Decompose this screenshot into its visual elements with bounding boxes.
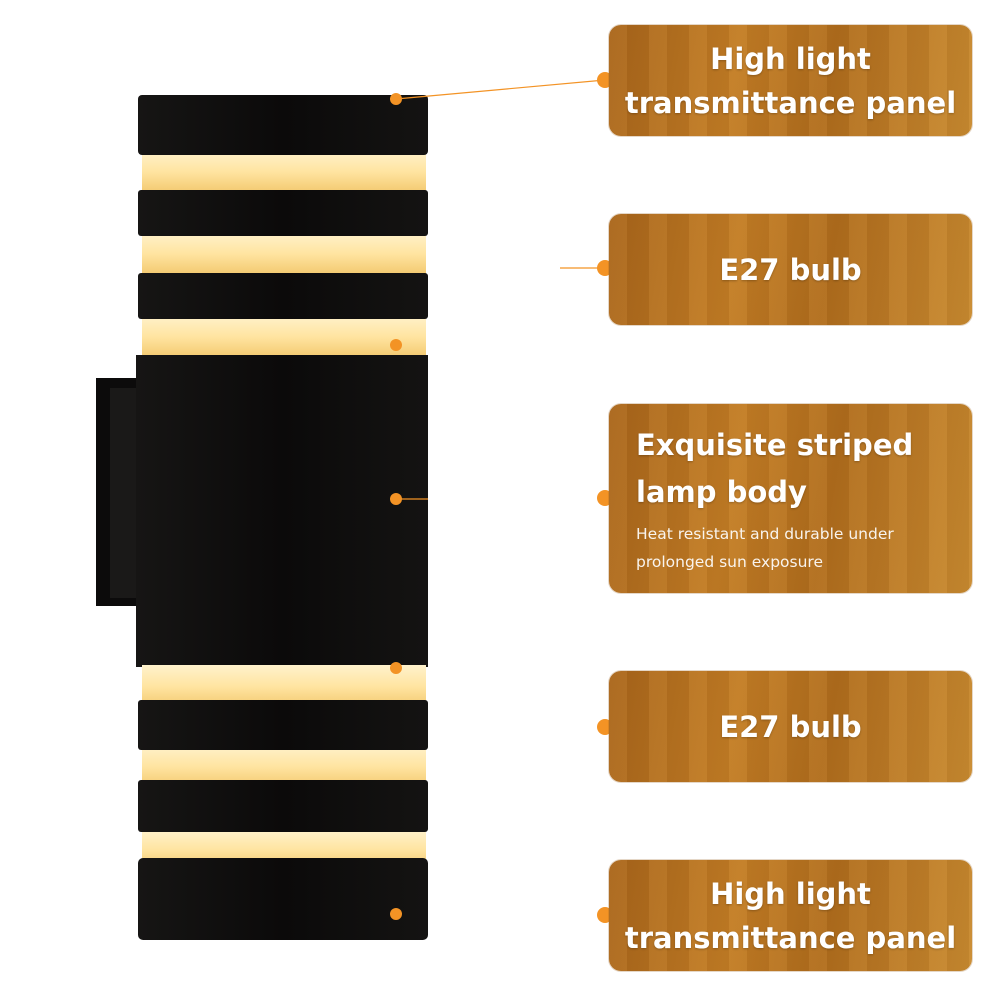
callout-title-line2: transmittance panel (624, 920, 957, 955)
callout-e27-bulb-top: E27 bulb (609, 214, 972, 325)
callout-title-line2: lamp body (636, 474, 807, 509)
callout-title-line1: E27 bulb (719, 252, 862, 287)
lower-stripes (138, 700, 428, 940)
lamp-central-body (136, 355, 428, 667)
callout-transmittance-panel-bottom: High light transmittance panel (609, 860, 972, 971)
marker-dot (390, 908, 402, 920)
lower-light-sections (142, 665, 426, 870)
callout-e27-bulb-bottom: E27 bulb (609, 671, 972, 782)
upper-stripes (138, 95, 428, 319)
upper-light-sections (142, 150, 426, 359)
callout-title-line2: transmittance panel (624, 85, 957, 120)
marker-dot (390, 93, 402, 105)
marker-dot (390, 662, 402, 674)
callout-striped-lamp-body: Exquisite striped lamp body Heat resista… (609, 404, 972, 593)
marker-dot (390, 339, 402, 351)
callout-title-line1: E27 bulb (719, 709, 862, 744)
marker-dot (390, 493, 402, 505)
callout-subtitle-line2: prolonged sun exposure (636, 552, 823, 571)
callout-subtitle-line1: Heat resistant and durable under (636, 524, 894, 543)
callout-title-line1: High light (710, 41, 871, 76)
callout-title-line1: High light (710, 876, 871, 911)
callout-title-line1: Exquisite striped (636, 427, 914, 462)
callout-transmittance-panel-top: High light transmittance panel (609, 25, 972, 136)
